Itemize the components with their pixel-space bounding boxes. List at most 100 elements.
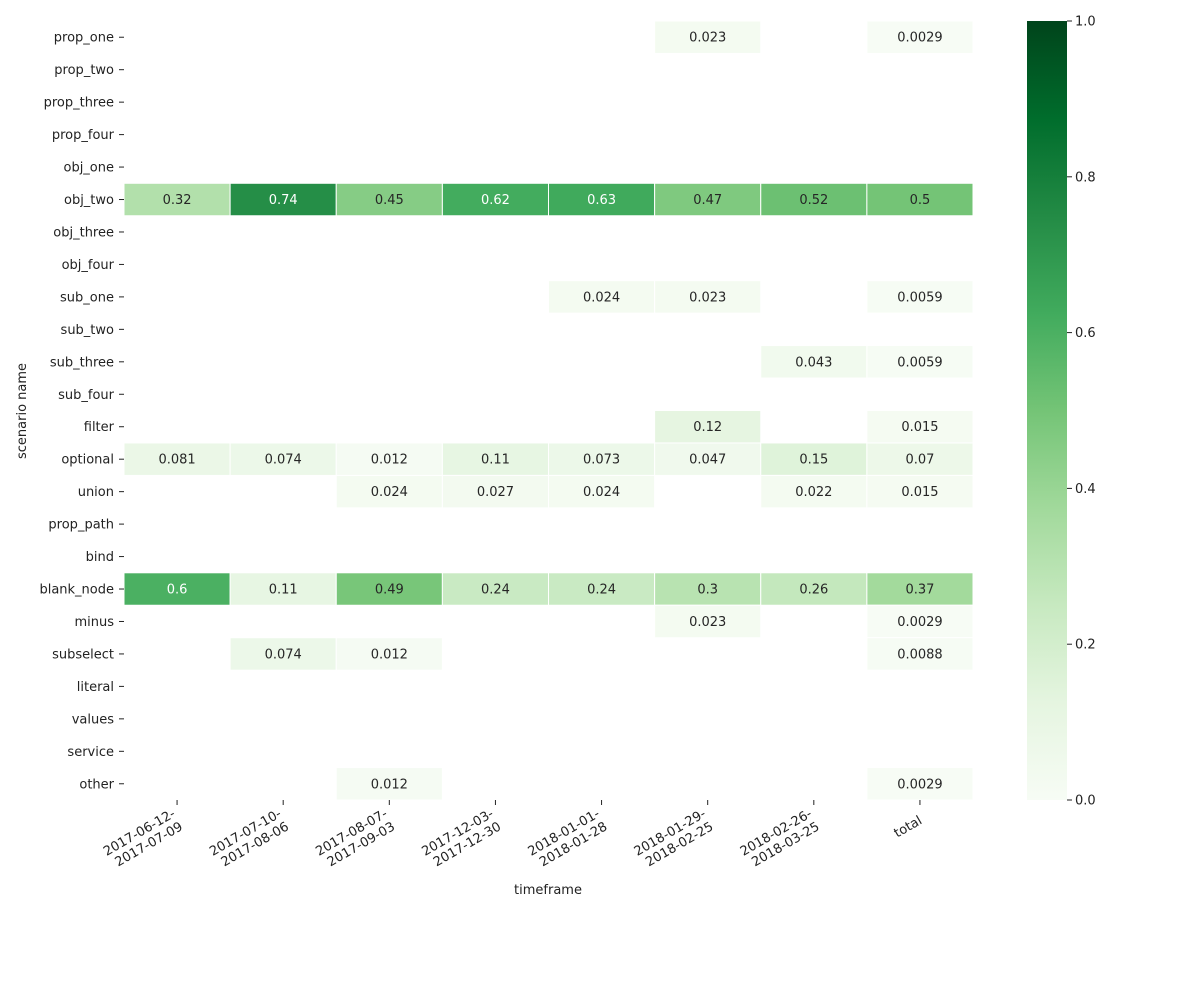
heatmap-cell — [866, 280, 974, 314]
heatmap-cell — [760, 474, 868, 509]
y-tick-label: prop_two — [54, 63, 114, 78]
y-tick-label: obj_four — [62, 258, 115, 273]
heatmap-cell — [654, 280, 762, 314]
cell-value-label: 0.45 — [375, 193, 404, 208]
cell-value-label: 0.12 — [693, 420, 722, 435]
cell-value-label: 0.26 — [799, 583, 828, 598]
heatmap-cell — [229, 637, 337, 671]
y-tick-label: values — [72, 712, 115, 727]
heatmap-cell — [866, 767, 974, 801]
row-labels: prop_one prop_two prop_three prop_four obj_o… — [39, 31, 124, 792]
cell-value-label: 0.081 — [158, 453, 195, 468]
y-tick-label: other — [79, 777, 114, 792]
heatmap-cell — [123, 182, 231, 217]
cell-value-label: 0.74 — [269, 193, 298, 208]
cell-value-label: 0.3 — [697, 583, 718, 598]
colorbar-tick-label: 0.0 — [1075, 794, 1096, 809]
cell-value-label: 0.5 — [910, 193, 931, 208]
x-tick-label: 2018-01-29-2018-02-25 — [632, 806, 717, 872]
cell-value-label: 0.024 — [371, 485, 408, 500]
x-tick-label: 2017-08-07-2017-09-03 — [313, 806, 398, 872]
y-tick-label: optional — [61, 453, 114, 468]
cell-value-label: 0.022 — [795, 485, 832, 500]
x-tick-label: 2018-01-01-2018-01-28 — [526, 806, 611, 872]
heatmap-cell — [760, 182, 868, 217]
heatmap-cell — [335, 637, 443, 671]
colorbar: 0.00.20.40.60.81.0 — [1027, 15, 1096, 809]
cell-value-label: 0.0029 — [897, 31, 943, 46]
heatmap-cell — [654, 604, 762, 639]
heatmap-cell — [866, 637, 974, 671]
cell-value-label: 0.11 — [269, 583, 298, 598]
heatmap-cell — [866, 604, 974, 639]
cell-value-label: 0.52 — [799, 193, 828, 208]
heatmap-cell — [654, 572, 762, 606]
cell-value-label: 0.024 — [583, 485, 620, 500]
cell-value-label: 0.023 — [689, 290, 726, 305]
y-tick-label: prop_three — [44, 96, 114, 111]
cell-value-label: 0.47 — [693, 193, 722, 208]
cell-value-label: 0.047 — [689, 453, 726, 468]
x-tick-label: 2017-12-03-2017-12-30 — [419, 806, 504, 872]
y-tick-label: bind — [86, 550, 114, 565]
heatmap-cell — [760, 345, 868, 379]
y-tick-label: subselect — [52, 647, 114, 662]
heatmap-cell — [866, 409, 974, 444]
heatmap-cell — [760, 572, 868, 606]
cell-value-label: 0.024 — [583, 290, 620, 305]
y-axis-title: scenario name — [15, 363, 30, 459]
cell-value-label: 0.0029 — [897, 615, 943, 630]
cell-value-label: 0.074 — [265, 647, 302, 662]
x-axis-title: timeframe — [514, 883, 582, 898]
cell-value-label: 0.63 — [587, 193, 616, 208]
colorbar-tick-label: 0.4 — [1075, 482, 1096, 497]
y-tick-label: obj_one — [63, 161, 114, 176]
y-tick-label: blank_node — [39, 583, 114, 598]
heatmap-cell — [335, 767, 443, 801]
heatmap-cell — [441, 572, 549, 606]
cell-value-label: 0.023 — [689, 615, 726, 630]
colorbar-tick-label: 0.8 — [1075, 170, 1096, 185]
cell-value-label: 0.11 — [481, 453, 510, 468]
y-tick-label: union — [78, 485, 114, 500]
y-tick-label: literal — [77, 680, 114, 695]
cell-value-label: 0.023 — [689, 31, 726, 46]
heatmap-cell — [654, 20, 762, 54]
cell-value-label: 0.015 — [901, 420, 938, 435]
cell-value-label: 0.62 — [481, 193, 510, 208]
heatmap-cell — [654, 442, 762, 476]
cell-value-label: 0.012 — [371, 453, 408, 468]
cell-value-label: 0.073 — [583, 453, 620, 468]
heatmap-cell — [866, 474, 974, 509]
x-tick-label: 2018-02-26-2018-03-25 — [738, 806, 823, 872]
y-tick-label: sub_three — [50, 355, 114, 370]
cell-value-label: 0.043 — [795, 355, 832, 370]
y-tick-label: prop_four — [52, 128, 115, 143]
colorbar-tick-label: 1.0 — [1075, 15, 1096, 30]
cell-value-label: 0.074 — [265, 453, 302, 468]
heatmap-cell — [441, 182, 549, 217]
y-tick-label: prop_one — [54, 31, 114, 46]
heatmap-cell — [441, 474, 549, 509]
cell-value-label: 0.0059 — [897, 290, 943, 305]
heatmap-cell — [335, 182, 443, 217]
cell-value-label: 0.37 — [905, 583, 934, 598]
heatmap-cell — [548, 474, 656, 509]
y-tick-label: service — [67, 745, 114, 760]
colorbar-gradient — [1027, 21, 1067, 800]
y-tick-label: obj_three — [53, 225, 114, 240]
cell-value-label: 0.0029 — [897, 777, 943, 792]
cell-value-label: 0.0059 — [897, 355, 943, 370]
heatmap-cell — [229, 442, 337, 476]
heatmap-cell — [866, 20, 974, 54]
heatmap-cell — [441, 442, 549, 476]
heatmap-cell — [654, 409, 762, 444]
cell-value-label: 0.24 — [481, 583, 510, 598]
heatmap-cell — [548, 442, 656, 476]
heatmap-cell — [866, 182, 974, 217]
y-tick-label: minus — [74, 615, 114, 630]
colorbar-tick-label: 0.2 — [1075, 638, 1096, 653]
heatmap-cell — [548, 572, 656, 606]
